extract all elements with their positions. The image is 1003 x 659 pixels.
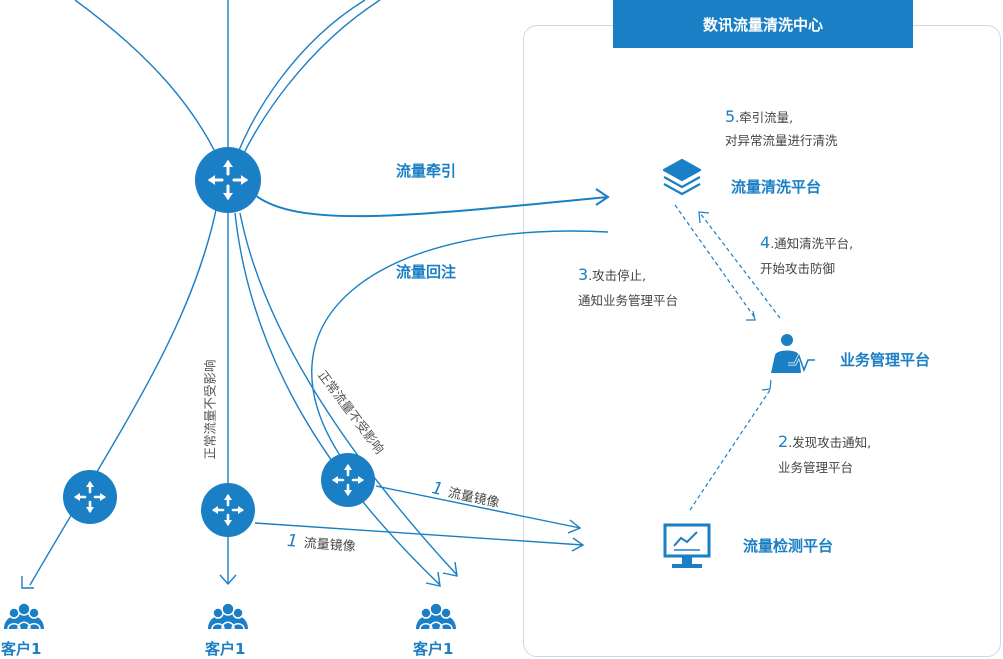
customer-label-middle: 客户1	[205, 640, 246, 658]
step4-number: 4	[760, 233, 771, 252]
step2-number: 2	[778, 432, 789, 451]
step5-note: 5.牵引流量, 对异常流量进行清洗	[725, 103, 838, 154]
mirror-text-lower: 流量镜像	[303, 536, 357, 555]
step4-note: 4.通知清洗平台, 开始攻击防御	[760, 229, 853, 282]
customer-label-right: 客户1	[413, 640, 454, 658]
step2-line2: 业务管理平台	[778, 460, 854, 475]
normal-traffic-label-vertical: 正常流量不受影响	[202, 359, 218, 460]
router-left-icon	[61, 468, 119, 526]
user-monitor-icon	[771, 334, 815, 375]
router-right-icon	[319, 451, 377, 509]
core-router-icon	[193, 145, 263, 215]
step3-line2: 通知业务管理平台	[578, 293, 679, 308]
customer-label-left: 客户1	[1, 640, 42, 658]
step4-line2: 开始攻击防御	[760, 261, 836, 276]
mirror-number-lower: 1	[286, 531, 299, 552]
router-middle-icon	[199, 481, 257, 539]
customer-group-icon	[3, 602, 45, 630]
step3-line1: .攻击停止,	[588, 268, 647, 283]
step4-line1: .通知清洗平台,	[770, 236, 854, 251]
stack-layers-icon	[662, 158, 702, 196]
customer-group-icon	[415, 602, 457, 630]
step2-note: 2.发现攻击通知, 业务管理平台	[778, 428, 871, 481]
step3-number: 3	[578, 265, 589, 284]
step5-number: 5	[725, 107, 736, 126]
cleaning-platform-label: 流量清洗平台	[731, 178, 822, 196]
step3-note: 3.攻击停止, 通知业务管理平台	[578, 261, 678, 314]
reinjection-label: 流量回注	[396, 263, 457, 281]
traction-line	[254, 188, 610, 218]
step5-line2: 对异常流量进行清洗	[725, 133, 838, 148]
step2-line1: .发现攻击通知,	[788, 435, 872, 450]
business-platform-label: 业务管理平台	[840, 351, 931, 369]
traction-label: 流量牵引	[396, 162, 457, 180]
detection-platform-label: 流量检测平台	[743, 537, 834, 555]
cleaning-center-title: 数讯流量清洗中心	[613, 0, 913, 48]
customer-group-icon	[207, 602, 249, 630]
step5-line1: .牵引流量,	[735, 110, 794, 125]
monitor-chart-icon	[663, 523, 711, 568]
